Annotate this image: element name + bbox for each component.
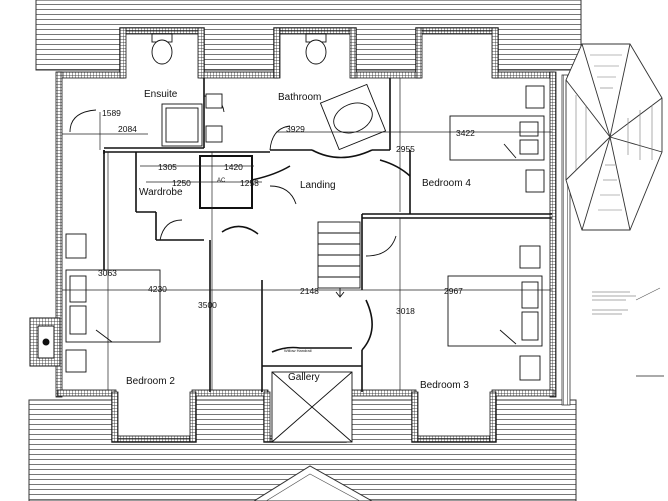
room-label-landing: Landing xyxy=(300,180,336,191)
stairs xyxy=(317,221,361,298)
dim-2148: 2148 xyxy=(300,286,319,296)
margin-note xyxy=(592,287,664,377)
airing-cupboard-label: AC xyxy=(217,178,226,184)
dim-3422: 3422 xyxy=(456,128,475,138)
bath xyxy=(319,83,387,151)
room-labels: Ensuite Bathroom Wardrobe Landing Bedroo… xyxy=(126,89,471,391)
handrail xyxy=(271,346,352,353)
chimney xyxy=(29,317,61,367)
dim-2084: 2084 xyxy=(118,124,137,134)
shower-tray xyxy=(161,103,203,147)
dim-2967: 2967 xyxy=(444,286,463,296)
room-label-wardrobe: Wardrobe xyxy=(139,187,183,198)
dormer-fill-bottom xyxy=(116,388,192,438)
dormer-fill-top xyxy=(420,32,494,82)
dormer-fill-bottom xyxy=(416,388,492,438)
dim-3063: 3063 xyxy=(98,268,117,278)
roof-hip-octagon xyxy=(565,43,663,231)
dim-3929: 3929 xyxy=(286,124,305,134)
basin-ensuite xyxy=(205,93,223,109)
bed-bedroom2 xyxy=(65,269,161,343)
room-label-bedroom2: Bedroom 2 xyxy=(126,376,175,387)
roof-right-strip xyxy=(561,74,571,406)
dim-1420: 1420 xyxy=(224,162,243,172)
wc-ensuite xyxy=(151,33,173,65)
roof-gable xyxy=(253,465,374,501)
dim-3500: 3500 xyxy=(198,300,217,310)
wc-bathroom xyxy=(305,33,327,65)
dim-1258: 1258 xyxy=(240,178,259,188)
dim-4230: 4230 xyxy=(148,284,167,294)
bed-bedroom3 xyxy=(447,275,543,347)
bed-bedroom4 xyxy=(449,115,545,161)
handrail-label: Willow Handrail xyxy=(284,348,312,353)
dim-2955: 2955 xyxy=(396,144,415,154)
room-label-ensuite: Ensuite xyxy=(144,89,178,100)
dim-1589: 1589 xyxy=(102,108,121,118)
basin-bathroom xyxy=(205,125,223,143)
dimension-labels: 1589 2084 3929 3422 2955 1305 1250 1258 … xyxy=(98,108,475,316)
room-label-bedroom3: Bedroom 3 xyxy=(420,380,469,391)
dim-1250: 1250 xyxy=(172,178,191,188)
fixtures xyxy=(65,33,545,443)
dim-3018: 3018 xyxy=(396,306,415,316)
room-label-bathroom: Bathroom xyxy=(278,92,321,103)
dimension-lines xyxy=(62,78,552,390)
room-label-gallery: Gallery xyxy=(288,372,320,383)
gallery-void xyxy=(271,371,353,443)
dim-1305: 1305 xyxy=(158,162,177,172)
room-label-bedroom4: Bedroom 4 xyxy=(422,178,471,189)
